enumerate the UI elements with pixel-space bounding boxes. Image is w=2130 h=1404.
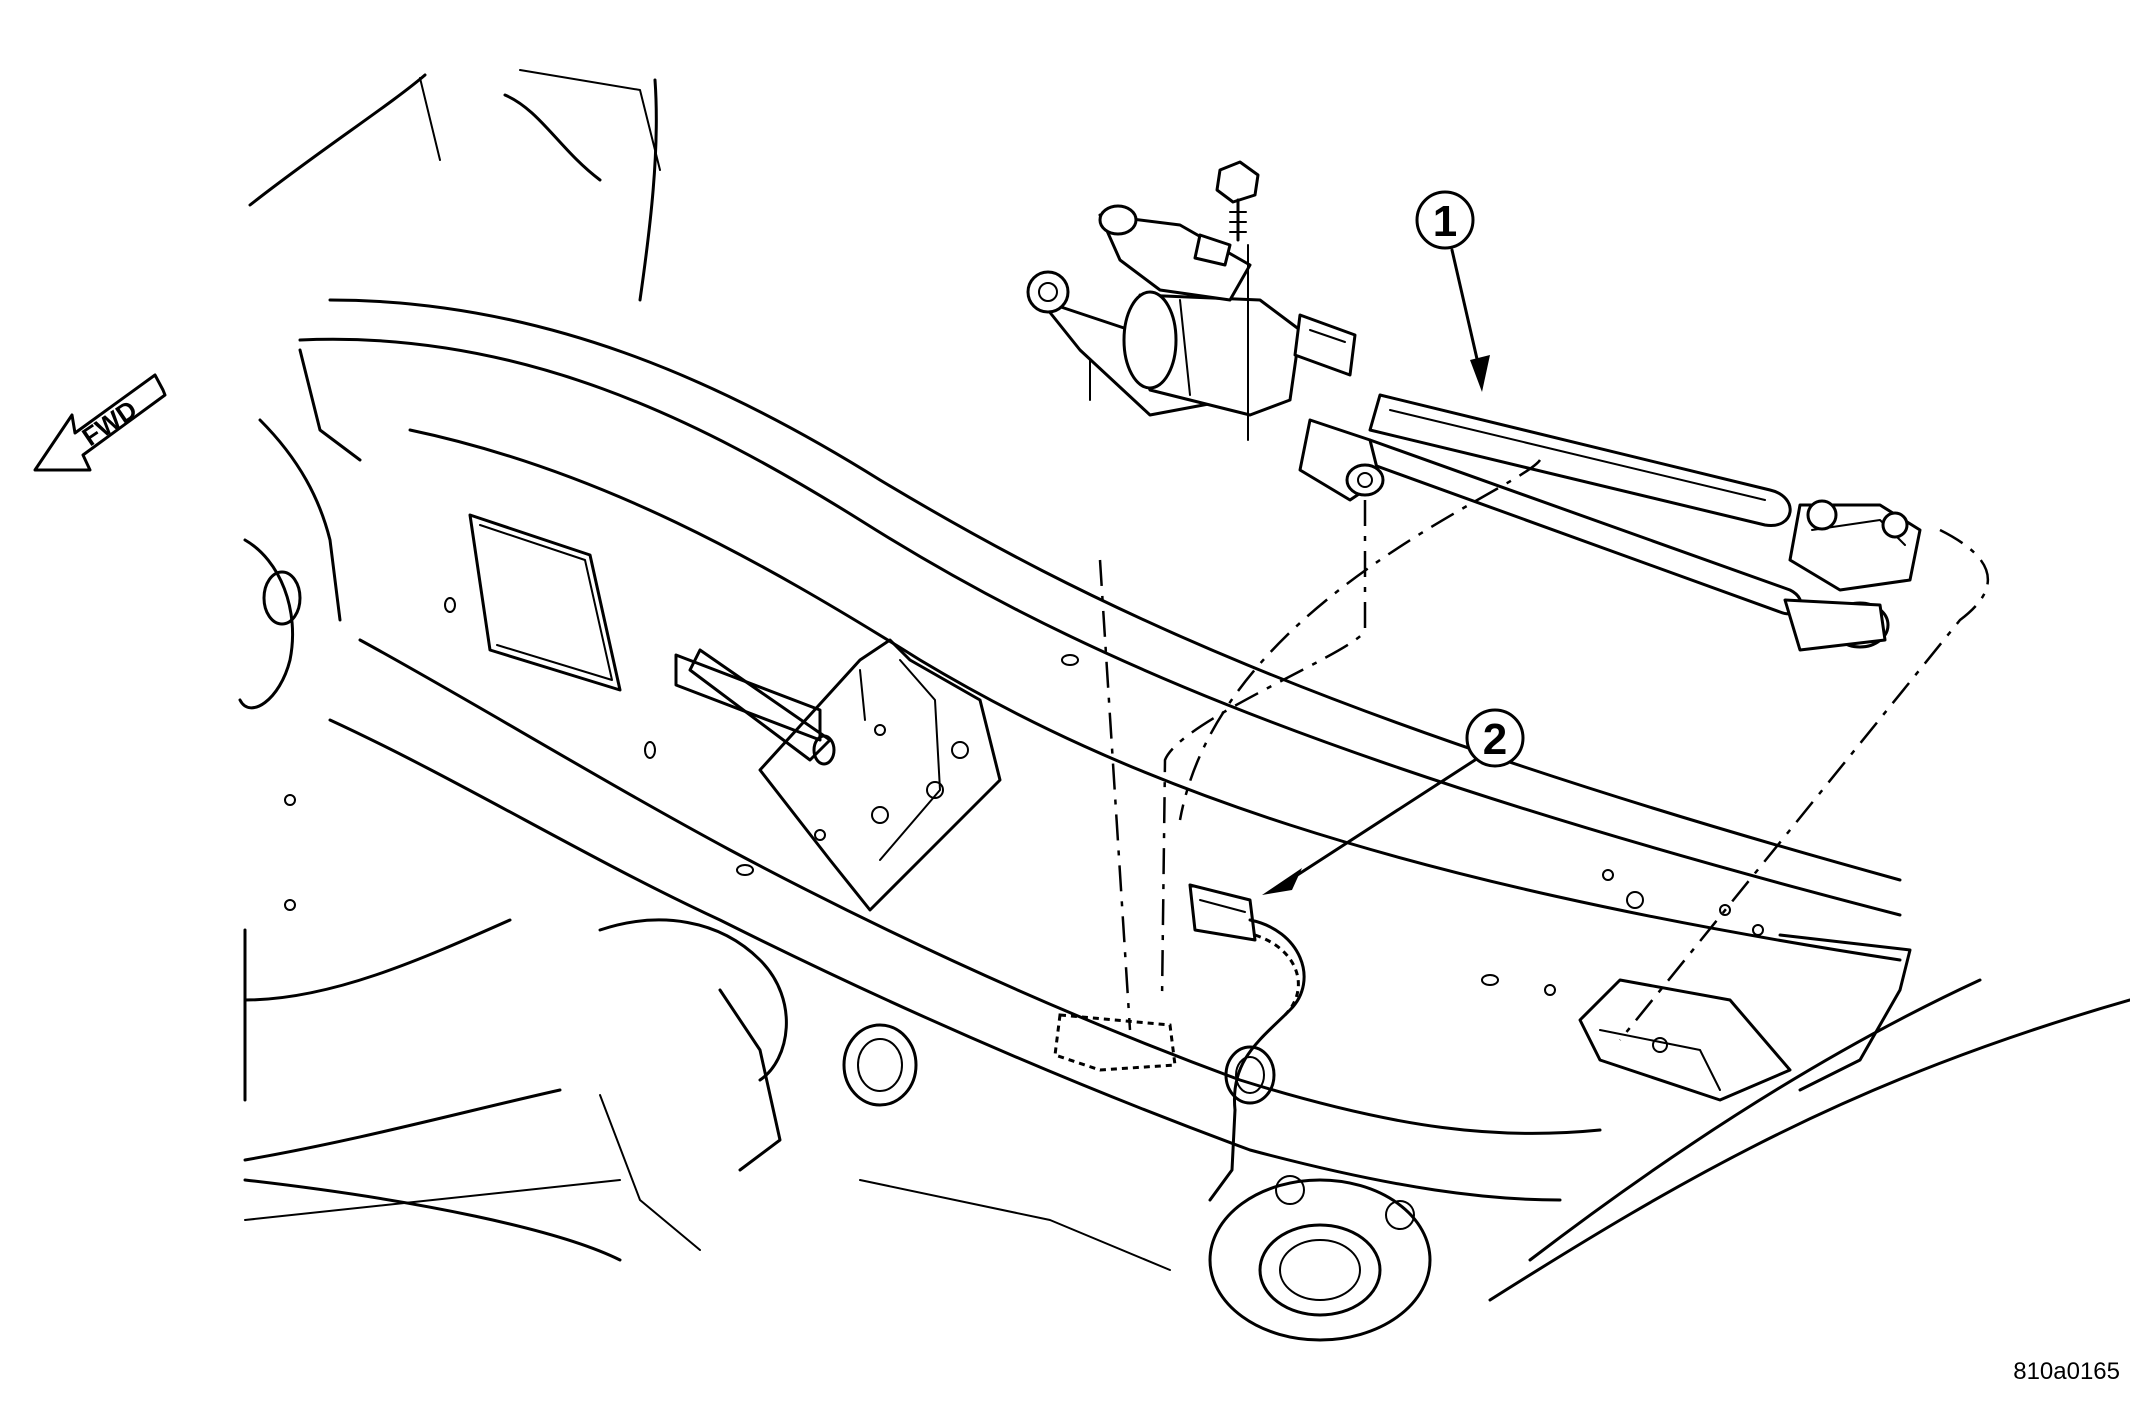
- install-guides: [1098, 459, 1990, 1041]
- callout-1-number: 1: [1433, 197, 1457, 246]
- wiper-module: [1026, 160, 1922, 652]
- callout-2: 2: [1262, 708, 1525, 895]
- figure-id: 810a0165: [2013, 1358, 2120, 1385]
- fwd-direction-arrow: FWD: [33, 373, 167, 472]
- harness-connector: [1053, 883, 1306, 1202]
- callout-1: 1: [1415, 190, 1490, 392]
- cowl-body-structure: [238, 69, 2130, 1342]
- callout-2-number: 2: [1483, 715, 1507, 764]
